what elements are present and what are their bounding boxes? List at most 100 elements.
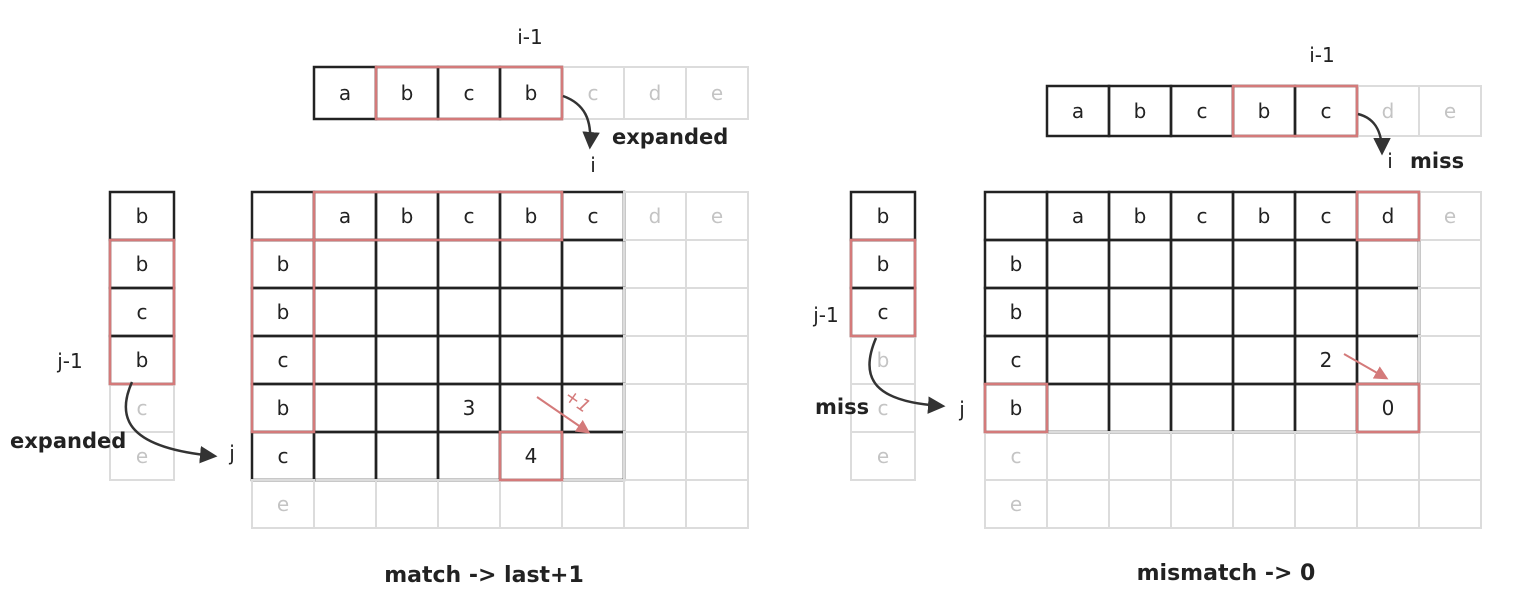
- right-table-col-header-char: b: [1258, 204, 1271, 228]
- left-table-cell: [685, 239, 749, 289]
- left-table-cell: [375, 479, 439, 529]
- left-table-col-highlight: [312, 190, 564, 242]
- left-expand-arrow-left: [124, 381, 218, 464]
- left-table-row-header: [251, 479, 315, 529]
- right-string-a-cell-char: d: [1382, 99, 1395, 123]
- right-table-col-header-char: b: [1134, 204, 1147, 228]
- left-table-cell: [313, 479, 377, 529]
- left-caption: match -> last+1: [384, 563, 584, 588]
- left-table-col-header-char: e: [711, 204, 723, 228]
- left-string-a-cell-char: b: [525, 81, 538, 105]
- right-table-row-highlight: [983, 382, 1049, 434]
- left-string-b-cell-char: b: [136, 252, 149, 276]
- left-table-col-header-char: c: [588, 204, 599, 228]
- right-table-cell: [1169, 382, 1235, 434]
- left-table-cell: [623, 479, 687, 529]
- left-table-row-header-char: e: [277, 492, 289, 516]
- left-expand-arrow-top: [562, 94, 600, 150]
- right-miss-arrow-top: [1357, 112, 1391, 156]
- left-string-a-cell-char: b: [401, 81, 414, 105]
- left-table-row-header-char: b: [277, 396, 290, 420]
- right-table-col-header-char: d: [1382, 204, 1395, 228]
- right-table-cell: [1294, 431, 1358, 481]
- left-string-b-cell-char: c: [137, 300, 148, 324]
- right-table-corner: [983, 190, 1049, 242]
- right-table-col-highlight: [1355, 190, 1421, 242]
- left-table-cell: [374, 430, 440, 482]
- left-table-value: 4: [525, 444, 538, 468]
- right-table-cell: [1232, 479, 1296, 529]
- left-string-a-cell-char: c: [588, 81, 599, 105]
- left-table-cell: [312, 334, 378, 386]
- left-table-cell: [561, 479, 625, 529]
- right-table-cell: [1293, 286, 1359, 338]
- right-string-b-cell-char: c: [878, 300, 889, 324]
- right-table-cell: [1108, 431, 1172, 481]
- right-string-a-cell-char: a: [1072, 99, 1084, 123]
- left-table-row-header-char: c: [278, 348, 289, 372]
- right-table-cell: [1107, 286, 1173, 338]
- right-table-cell: [1418, 335, 1482, 385]
- left-table-value: 3: [463, 396, 476, 420]
- left-diagonal-arrow: [536, 396, 591, 434]
- left-table-cell: [623, 239, 687, 289]
- left-table-col-header-char: a: [339, 204, 351, 228]
- right-table-cell: [1045, 334, 1111, 386]
- right-i-label: i: [1387, 149, 1393, 173]
- right-table-cell: [1293, 382, 1359, 434]
- left-table-value-box: [498, 430, 564, 482]
- left-table-col-header-char: d: [649, 204, 662, 228]
- right-table-cell: [1232, 431, 1296, 481]
- right-table-cell: [1107, 334, 1173, 386]
- right-table-cell: [1170, 431, 1234, 481]
- left-table-cell: [623, 431, 687, 481]
- right-table-cell: [1045, 238, 1111, 290]
- left-string-a-cell: [685, 66, 749, 120]
- right-table-cell: [1294, 479, 1358, 529]
- right-table-cell: [1170, 479, 1234, 529]
- left-table-cell: [560, 334, 626, 386]
- right-table-cell: [1169, 334, 1235, 386]
- left-table-cell: [437, 479, 501, 529]
- left-table-col-header: [685, 191, 749, 241]
- right-table-col-header-char: c: [1197, 204, 1208, 228]
- left-j-label: j: [228, 441, 235, 465]
- left-table-cell: [560, 238, 626, 290]
- right-table-row-header-char: e: [1010, 492, 1022, 516]
- left-table-cell: [685, 287, 749, 337]
- right-table-cell: [1046, 479, 1110, 529]
- right-j-prev-label: j-1: [812, 303, 839, 327]
- left-table-cell: [374, 286, 440, 338]
- right-miss-top-label: miss: [1410, 149, 1464, 173]
- left-string-b-cell: [109, 431, 175, 481]
- right-string-b-cell-char: b: [877, 252, 890, 276]
- left-string-b-cell-char: b: [136, 204, 149, 228]
- left-table-cell: [560, 286, 626, 338]
- right-string-a-cell-char: c: [1321, 99, 1332, 123]
- left-table-cell: [685, 335, 749, 385]
- left-table-cell: [374, 238, 440, 290]
- right-miss-left-label: miss: [815, 395, 869, 419]
- left-string-a-cell-char: e: [711, 81, 723, 105]
- right-table-row-header-char: c: [1011, 444, 1022, 468]
- left-table-cell: [436, 286, 502, 338]
- right-table-cell: [1356, 431, 1420, 481]
- right-string-b-cell-char: b: [877, 348, 890, 372]
- left-table-cell: [499, 479, 563, 529]
- left-table-cell: [312, 238, 378, 290]
- right-string-a-cell: [1418, 85, 1482, 137]
- right-table-row-header-char: b: [1010, 396, 1023, 420]
- right-table-cell: [1169, 238, 1235, 290]
- left-string-a-cell-char: a: [339, 81, 351, 105]
- left-table-corner: [250, 190, 316, 242]
- right-string-b-cell: [850, 431, 916, 481]
- right-table-cell: [1231, 238, 1297, 290]
- right-table-cell: [1107, 382, 1173, 434]
- right-diagonal-arrow: [1343, 353, 1389, 380]
- left-table-cell: [436, 334, 502, 386]
